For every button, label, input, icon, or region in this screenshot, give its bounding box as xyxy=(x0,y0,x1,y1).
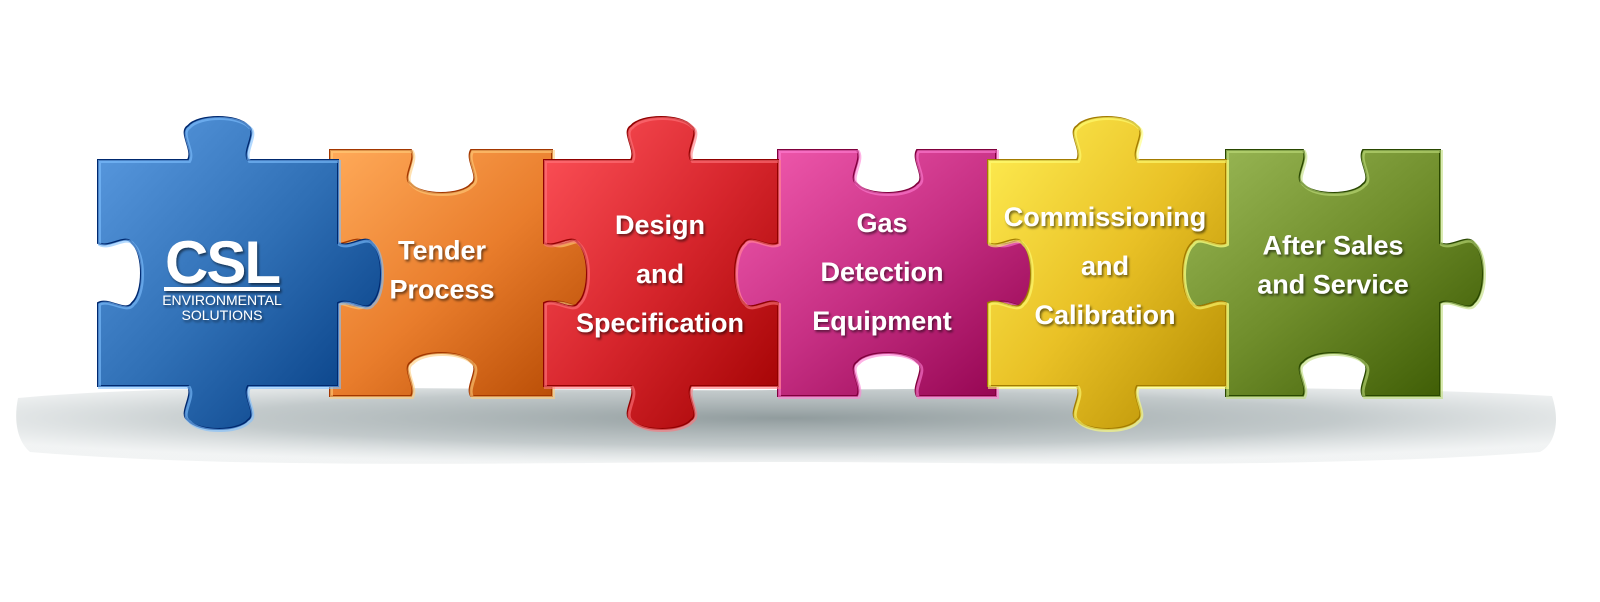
csl-logo-piece xyxy=(97,116,384,432)
piece-bevel xyxy=(98,117,384,432)
piece-bevel xyxy=(988,117,1229,432)
label-line: After Sales xyxy=(1262,231,1403,261)
label-line: Detection xyxy=(820,257,943,287)
label-line: Calibration xyxy=(1034,300,1175,330)
logo-line2: SOLUTIONS xyxy=(182,307,263,323)
label-line: and xyxy=(636,259,684,289)
label-line: Tender xyxy=(398,236,487,266)
label-line: Design xyxy=(615,210,705,240)
label-line: and Service xyxy=(1257,270,1409,300)
logo-brand: CSL xyxy=(165,229,279,296)
ground-shadow xyxy=(16,387,1557,464)
piece-bevel xyxy=(544,117,781,432)
logo-underline xyxy=(164,287,280,291)
label-line: Gas xyxy=(856,208,907,238)
label-line: Equipment xyxy=(812,306,952,336)
label-line: Commissioning xyxy=(1004,202,1207,232)
label-line: Process xyxy=(389,275,494,305)
label-line: Specification xyxy=(576,308,744,338)
design-specification-piece xyxy=(543,116,781,432)
commissioning-calibration-piece xyxy=(987,116,1229,432)
after-sales-label: After Sales and Service xyxy=(1257,231,1409,300)
logo-line1: ENVIRONMENTAL xyxy=(162,292,282,308)
label-line: and xyxy=(1081,251,1129,281)
